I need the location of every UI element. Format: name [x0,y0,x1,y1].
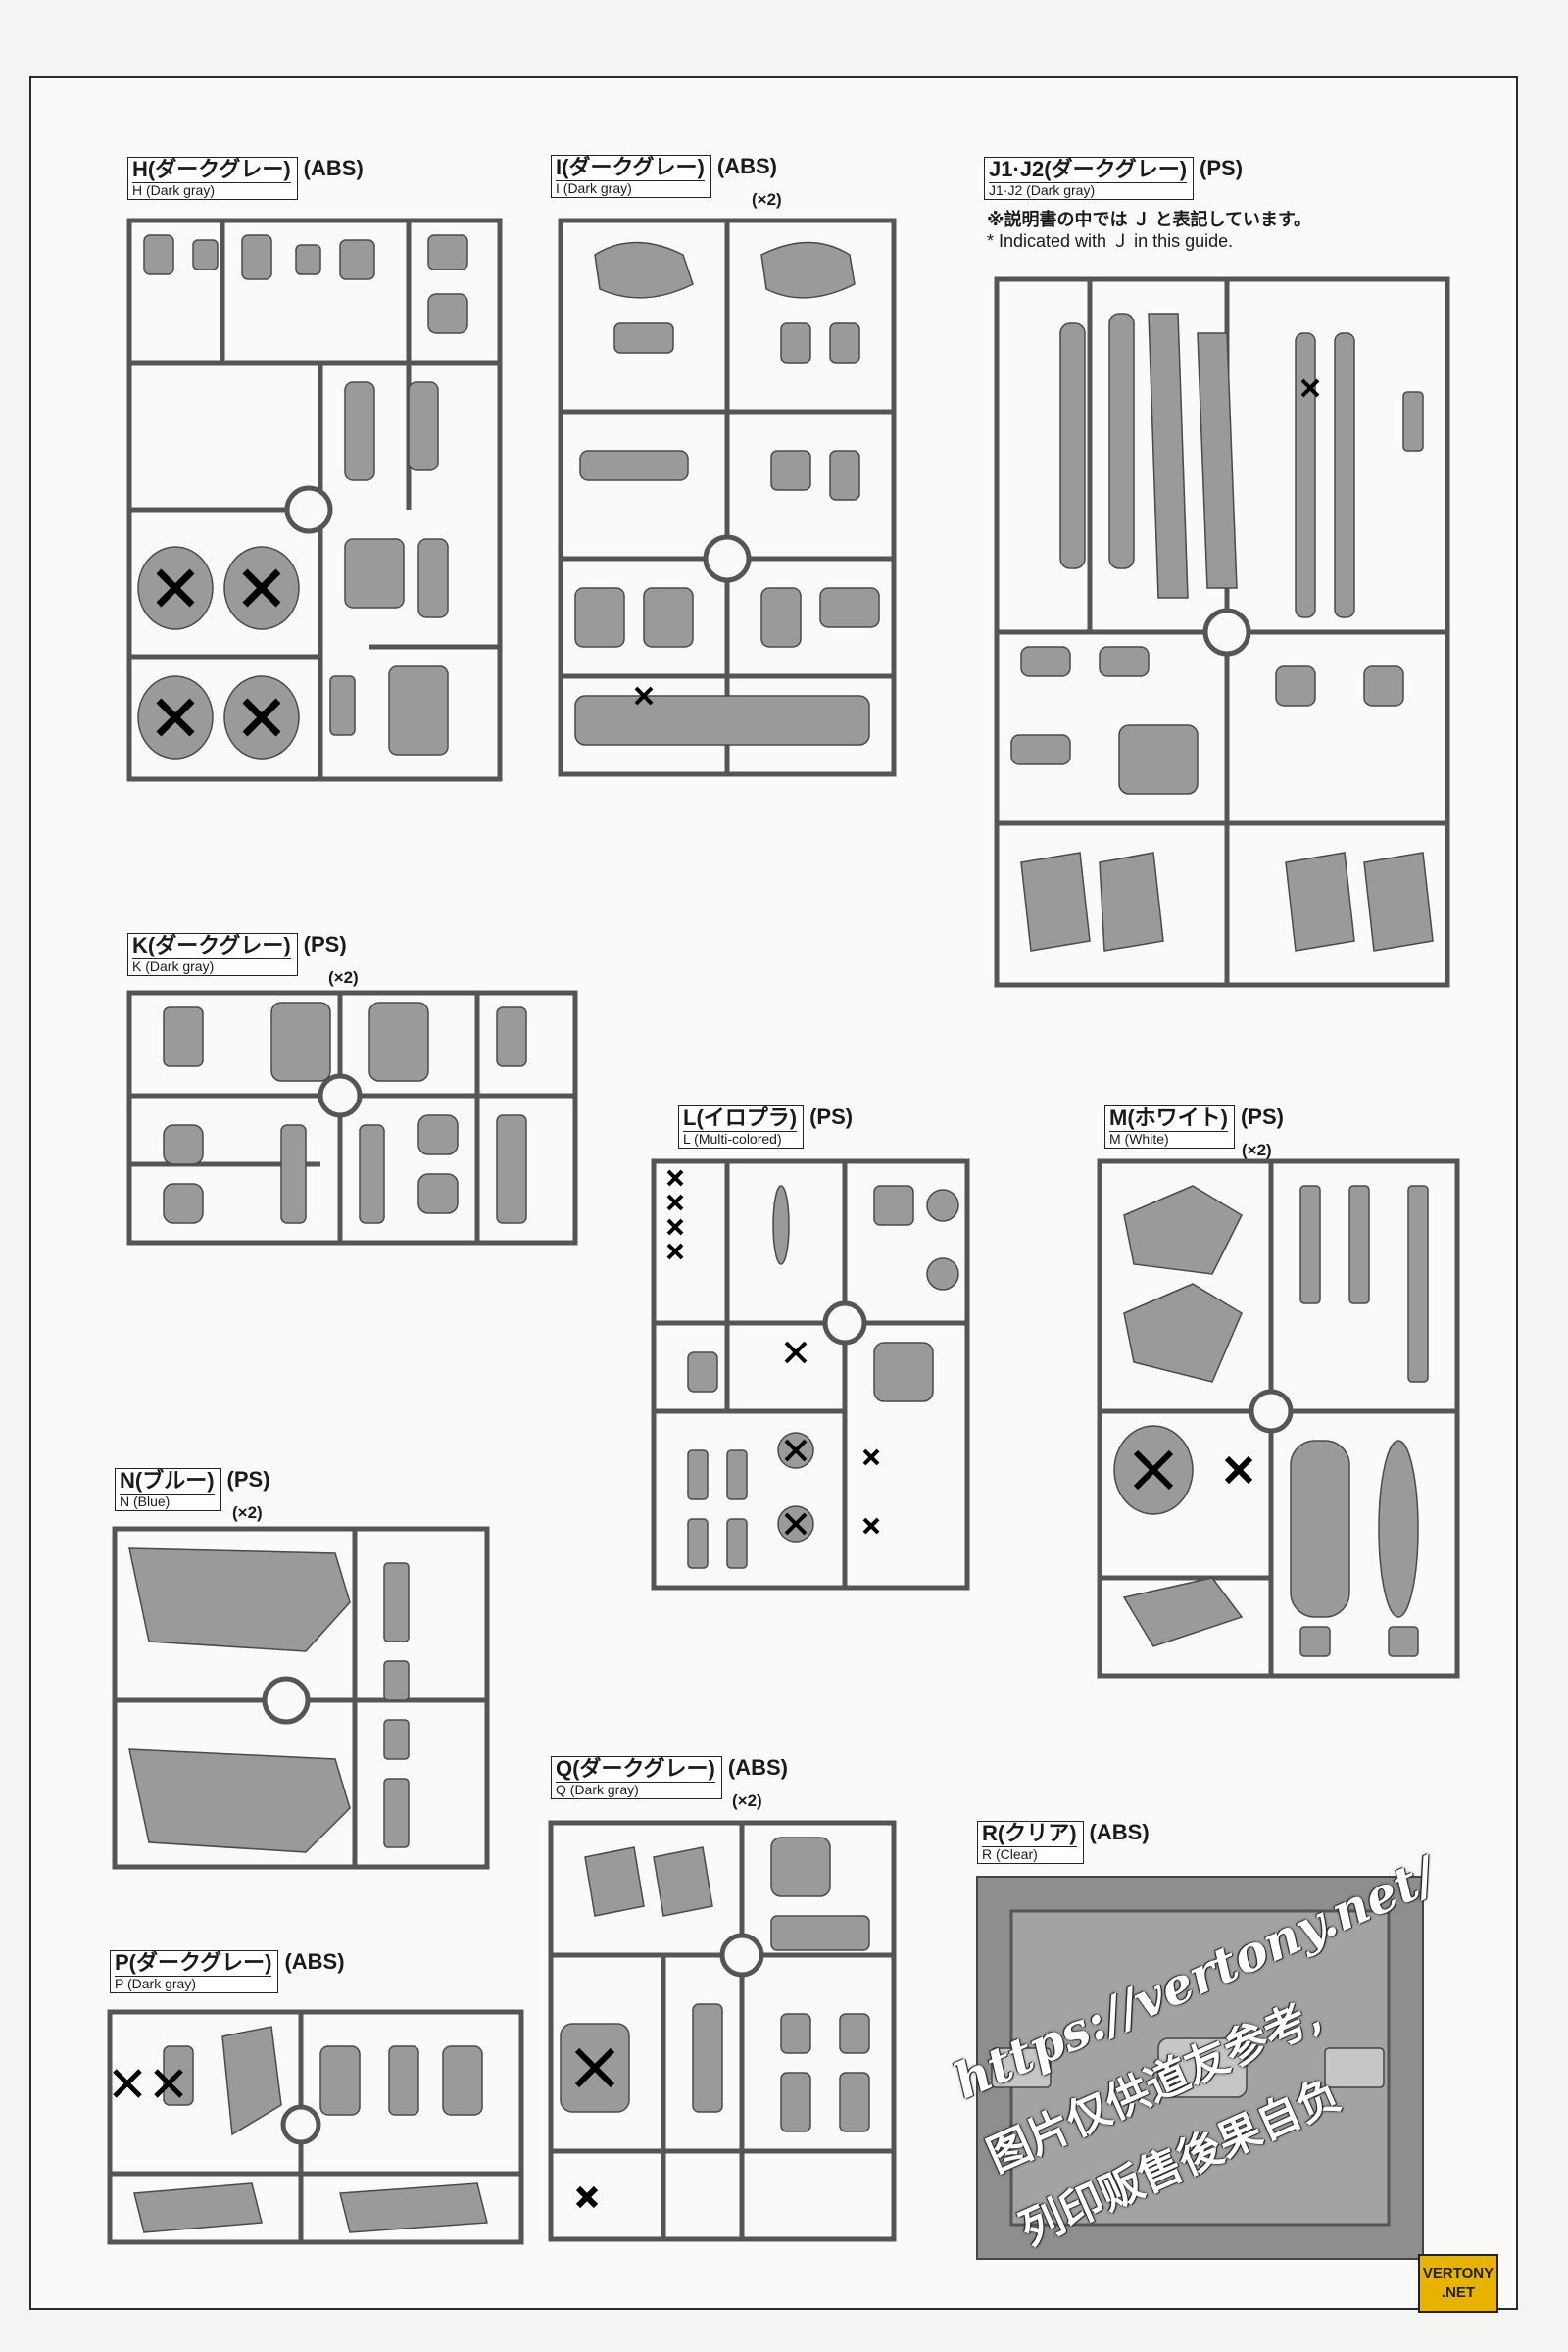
runner-i-quantity: (×2) [752,190,782,209]
runner-k-diagram [126,990,578,1246]
runner-n-header: N(ブルー)N (Blue) (PS) (×2) [115,1468,270,1523]
runner-n-name: N(ブルー) [120,1468,215,1493]
runner-q-removed-parts [574,2047,615,2209]
instruction-sheet: H(ダークグレー)H (Dark gray) (ABS) [29,76,1518,2313]
runner-i-name: I(ダークグレー) [556,155,705,179]
runner-k-material: (PS) [303,932,347,956]
runner-k-name: K(ダークグレー) [132,933,291,957]
runner-l-material: (PS) [809,1104,854,1129]
runner-l-removed-parts [666,1169,880,1536]
runner-q-name: Q(ダークグレー) [556,1756,715,1781]
runner-h-material: (ABS) [303,156,364,180]
runner-k-quantity: (×2) [328,968,359,987]
runner-r-name-en: R (Clear) [982,1846,1077,1862]
runner-q-name-en: Q (Dark gray) [556,1782,715,1797]
runner-p-name: P(ダークグレー) [115,1950,272,1975]
runner-h-header: H(ダークグレー)H (Dark gray) (ABS) [127,157,364,200]
runner-p-material: (ABS) [284,1949,345,1974]
runner-p-diagram [107,2009,524,2245]
logo-line-1: VERTONY [1422,2265,1494,2281]
runner-j-diagram [994,276,1450,988]
runner-r-material: (ABS) [1089,1820,1150,1844]
runner-l-name: L(イロプラ) [683,1105,798,1130]
runner-m-material: (PS) [1240,1104,1284,1129]
runner-n-name-en: N (Blue) [120,1494,215,1509]
logo-line-2: .NET [1441,2284,1476,2301]
runner-m-name-en: M (White) [1109,1131,1228,1147]
runner-m-removed-parts [1133,1449,1253,1491]
runner-p-name-en: P (Dark gray) [115,1976,272,1991]
runner-j-removed-part [1300,378,1320,398]
runner-q-diagram [548,1820,897,2242]
runner-k-name-en: K (Dark gray) [132,958,291,974]
runner-p-header: P(ダークグレー)P (Dark gray) (ABS) [110,1950,345,1993]
runner-m-name: M(ホワイト) [1109,1105,1228,1130]
runner-m-diagram [1097,1158,1460,1679]
runner-h-name-en: H (Dark gray) [132,182,291,198]
runner-h-name: H(ダークグレー) [132,157,291,181]
runner-r-name: R(クリア) [982,1821,1077,1845]
runner-r-header: R(クリア)R (Clear) (ABS) [977,1821,1150,1864]
runner-j-note: ※説明書の中では Ｊ と表記しています。 * Indicated with Ｊ … [987,209,1311,252]
runner-n-quantity: (×2) [232,1503,263,1522]
vertony-logo: VERTONY .NET [1418,2254,1498,2313]
runner-m-header: M(ホワイト)M (White) (PS) (×2) [1104,1105,1284,1160]
runner-h-diagram [126,218,503,782]
runner-q-quantity: (×2) [732,1791,762,1810]
runner-h-removed-parts [137,546,300,760]
runner-i-removed-part [634,686,654,706]
runner-q-header: Q(ダークグレー)Q (Dark gray) (ABS) (×2) [551,1756,788,1811]
runner-j-name: J1·J2(ダークグレー) [989,157,1188,181]
runner-p-removed-parts [113,2069,183,2098]
runner-j-note-en: * Indicated with Ｊ in this guide. [987,231,1234,251]
runner-n-material: (PS) [226,1467,270,1492]
runner-i-diagram [558,218,897,777]
runner-l-name-en: L (Multi-colored) [683,1131,798,1147]
runner-l-diagram [651,1158,970,1591]
runner-i-name-en: I (Dark gray) [556,180,705,196]
runner-n-diagram [112,1526,490,1870]
runner-l-header: L(イロプラ)L (Multi-colored) (PS) [678,1105,853,1149]
runner-m-quantity: (×2) [1242,1141,1272,1159]
runner-i-material: (ABS) [716,154,777,178]
runner-r-diagram [976,1876,1424,2260]
runner-j-name-en: J1·J2 (Dark gray) [989,182,1188,198]
runner-k-header: K(ダークグレー)K (Dark gray) (PS) (×2) [127,933,359,988]
runner-q-material: (ABS) [727,1755,788,1780]
runner-j-material: (PS) [1200,156,1244,180]
runner-j-note-jp: ※説明書の中では Ｊ と表記しています。 [987,210,1312,229]
runner-j-header: J1·J2(ダークグレー)J1·J2 (Dark gray) (PS) [984,157,1243,200]
runner-i-header: I(ダークグレー)I (Dark gray) (ABS) (×2) [551,155,782,210]
